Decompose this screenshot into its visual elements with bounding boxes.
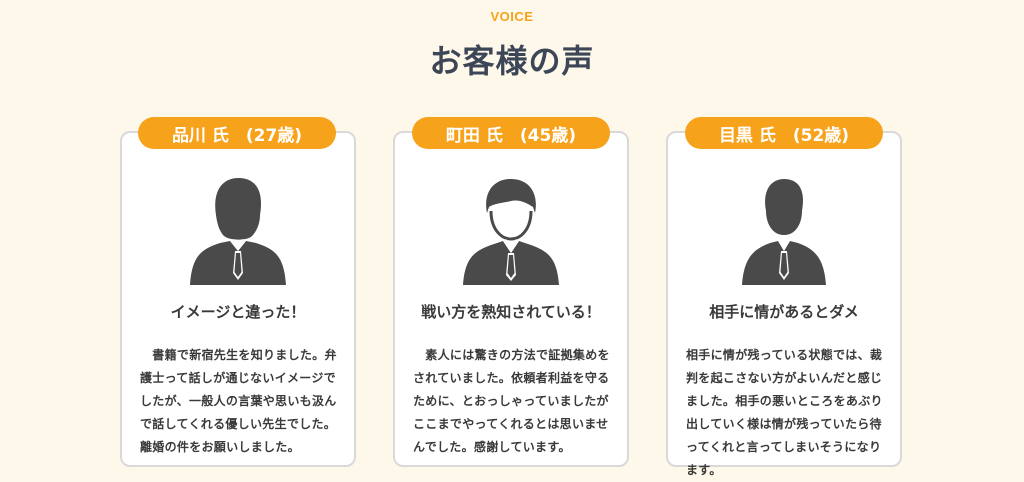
testimonial-heading: 戦い方を熟知されている！ bbox=[421, 303, 601, 321]
testimonial-heading: 相手に情があるとダメ bbox=[709, 303, 859, 321]
avatar bbox=[463, 173, 559, 285]
testimonial-body: 書籍で新宿先生を知りました。弁護士って話しが通じないイメージでしたが、一般人の言… bbox=[140, 348, 337, 454]
avatar bbox=[190, 173, 286, 285]
businessman-avatar-icon bbox=[463, 179, 559, 285]
testimonial-heading: イメージと違った！ bbox=[170, 303, 306, 321]
businessman-avatar-icon bbox=[190, 177, 286, 285]
testimonial-body: 相手に情が残っている状態では、裁判を起こさない方がよいんだと感じました。相手の悪… bbox=[686, 348, 883, 477]
businessman-avatar-icon bbox=[742, 179, 826, 285]
name-tag: 目黒 氏 (52歳) bbox=[685, 117, 883, 149]
voice-eyebrow: VOICE bbox=[490, 9, 534, 24]
testimonial-card: 戦い方を熟知されている！ 素人には驚きの方法で証拠集めをされていました。依頼者利… bbox=[393, 131, 629, 467]
testimonial-card: イメージと違った！ 書籍で新宿先生を知りました。弁護士って話しが通じないイメージ… bbox=[120, 131, 356, 467]
testimonial-card: 相手に情があるとダメ 相手に情が残っている状態では、裁判を起こさない方がよいんだ… bbox=[666, 131, 902, 477]
name-tag: 町田 氏 (45歳) bbox=[412, 117, 610, 149]
section-title: お客様の声 bbox=[429, 42, 595, 80]
name-tag: 品川 氏 (27歳) bbox=[138, 117, 336, 149]
testimonial-body: 素人には驚きの方法で証拠集めをされていました。依頼者利益を守るために、とおっしゃ… bbox=[413, 348, 610, 454]
avatar bbox=[736, 173, 832, 285]
